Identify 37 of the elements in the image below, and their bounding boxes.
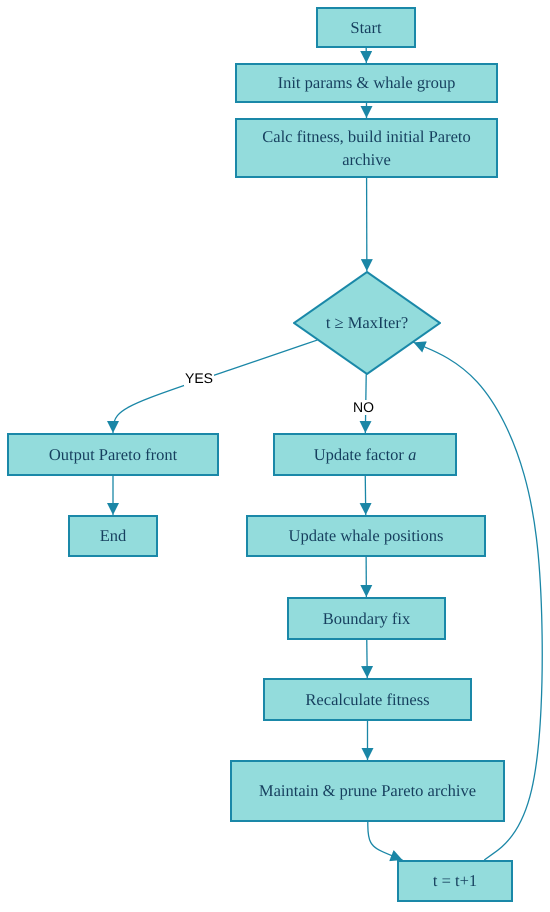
node-text: Update factor a: [312, 444, 418, 466]
process-box: [68, 515, 158, 557]
node-text: Maintain & prune Pareto archive: [258, 780, 478, 802]
process-box: [273, 433, 457, 476]
arrow: [360, 178, 373, 272]
decision-diamond: [293, 271, 441, 375]
arrow: [367, 822, 403, 862]
node-text: Recalculate fitness: [304, 688, 431, 711]
arrow: [360, 103, 372, 118]
arrow: [360, 476, 372, 515]
process-box: [397, 860, 513, 902]
node-text: Output Pareto front: [48, 444, 178, 466]
edge-label: YES: [184, 371, 214, 386]
process-box: [230, 760, 505, 822]
process-box: [7, 433, 219, 476]
arrow: [360, 48, 372, 63]
node-text: Start: [349, 16, 383, 39]
arrow: [361, 640, 374, 678]
process-box: [246, 515, 486, 557]
arrow: [360, 374, 372, 434]
process-box: [263, 678, 472, 721]
node-text: Boundary fix: [322, 608, 412, 630]
process-box: [235, 118, 498, 178]
node-text: Init params & whale group: [276, 72, 456, 94]
arrow: [362, 721, 374, 760]
process-box: [316, 7, 416, 48]
process-box: [287, 597, 446, 640]
node-text: Update whale positions: [288, 525, 444, 548]
node-text: t = t+1: [432, 870, 478, 892]
arrow: [413, 341, 543, 861]
node-text: t ≥ MaxIter?: [324, 312, 410, 334]
arrow: [360, 557, 372, 597]
process-box: [235, 63, 498, 103]
node-text: End: [98, 525, 128, 548]
edge-label: NO: [352, 400, 375, 416]
node-text: Calc fitness, build initial Pareto archive: [261, 126, 472, 171]
arrow: [107, 476, 119, 515]
